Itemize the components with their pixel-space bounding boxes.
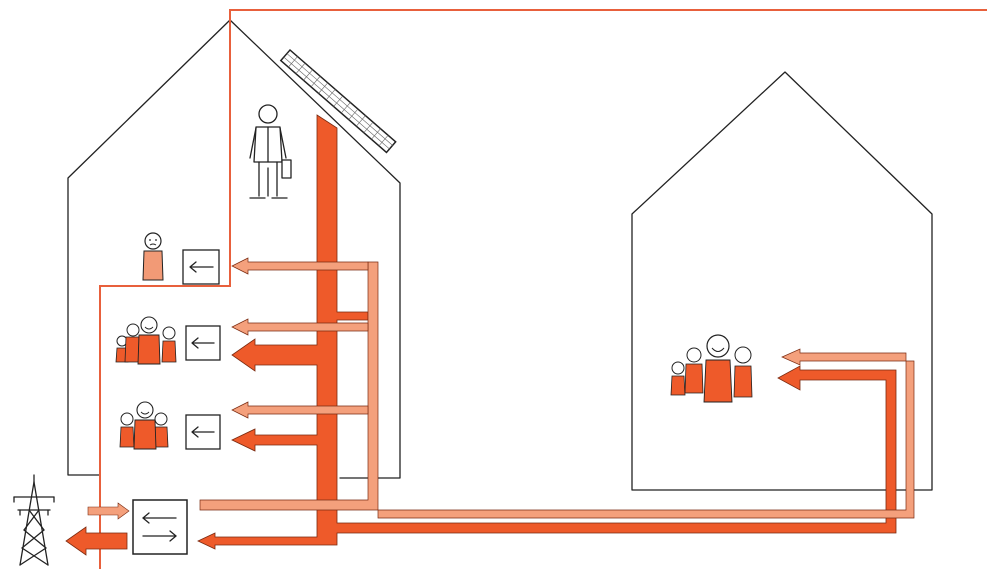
export-to-grid-arrow (65, 526, 128, 556)
grid-import-flow (199, 257, 915, 519)
meter-box-top (182, 249, 220, 285)
bidirectional-arrows-icon (142, 512, 177, 542)
right-house (631, 71, 933, 491)
person-with-briefcase-icon (249, 104, 292, 199)
arrow-left-icon (189, 261, 214, 273)
meter-box-lower (185, 414, 221, 450)
meter-box-middle (185, 325, 221, 361)
family-group-icon (119, 401, 169, 450)
solar-panel-icon (279, 48, 397, 154)
solar-production-flow (197, 114, 897, 550)
single-person-icon (142, 232, 164, 281)
power-pylon-icon (13, 474, 55, 566)
grid-supply-line (99, 9, 987, 569)
family-group-icon (670, 334, 753, 403)
import-from-grid-arrow (87, 502, 130, 520)
arrow-left-icon (191, 337, 215, 349)
right-house-outline (631, 71, 933, 491)
grid-exchange-box (132, 499, 188, 555)
family-group-icon (115, 316, 177, 365)
arrow-left-icon (191, 426, 215, 438)
